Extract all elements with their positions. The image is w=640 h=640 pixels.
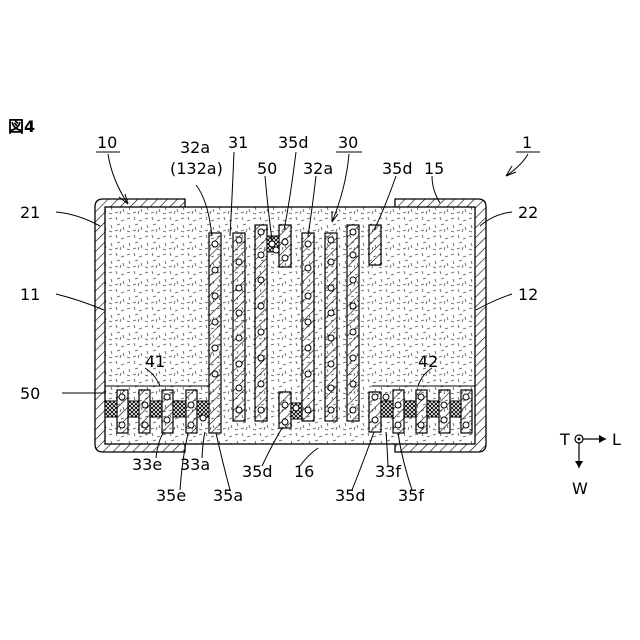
axis-t-label: T xyxy=(559,430,570,449)
label-33a: 33a xyxy=(180,455,210,474)
label-16: 16 xyxy=(294,462,314,481)
label-32a-left: 32a xyxy=(180,138,210,157)
axis-w-label: W xyxy=(572,479,588,498)
label-30: 30 xyxy=(338,133,358,152)
label-35d-bottom-right: 35d xyxy=(335,486,366,505)
label-35d-top: 35d xyxy=(278,133,309,152)
label-15: 15 xyxy=(424,159,444,178)
label-132a: (132a) xyxy=(170,159,223,178)
label-35d-right: 35d xyxy=(382,159,413,178)
label-22: 22 xyxy=(518,203,538,222)
label-33e: 33e xyxy=(132,455,162,474)
label-35e: 35e xyxy=(156,486,186,505)
label-12: 12 xyxy=(518,285,538,304)
axis-l-label: L xyxy=(612,430,621,449)
figure-title: 図4 xyxy=(8,117,35,136)
label-35f: 35f xyxy=(398,486,424,505)
label-31: 31 xyxy=(228,133,248,152)
label-10: 10 xyxy=(97,133,117,152)
label-32a-mid: 32a xyxy=(303,159,333,178)
label-50-top: 50 xyxy=(257,159,277,178)
label-33f: 33f xyxy=(375,462,401,481)
label-50-left: 50 xyxy=(20,384,40,403)
label-35d-bottom: 35d xyxy=(242,462,273,481)
label-35a: 35a xyxy=(213,486,243,505)
label-42: 42 xyxy=(418,352,438,371)
label-21: 21 xyxy=(20,203,40,222)
label-11: 11 xyxy=(20,285,40,304)
label-41: 41 xyxy=(145,352,165,371)
label-1: 1 xyxy=(522,133,532,152)
axis-indicator: T L W xyxy=(559,430,621,498)
